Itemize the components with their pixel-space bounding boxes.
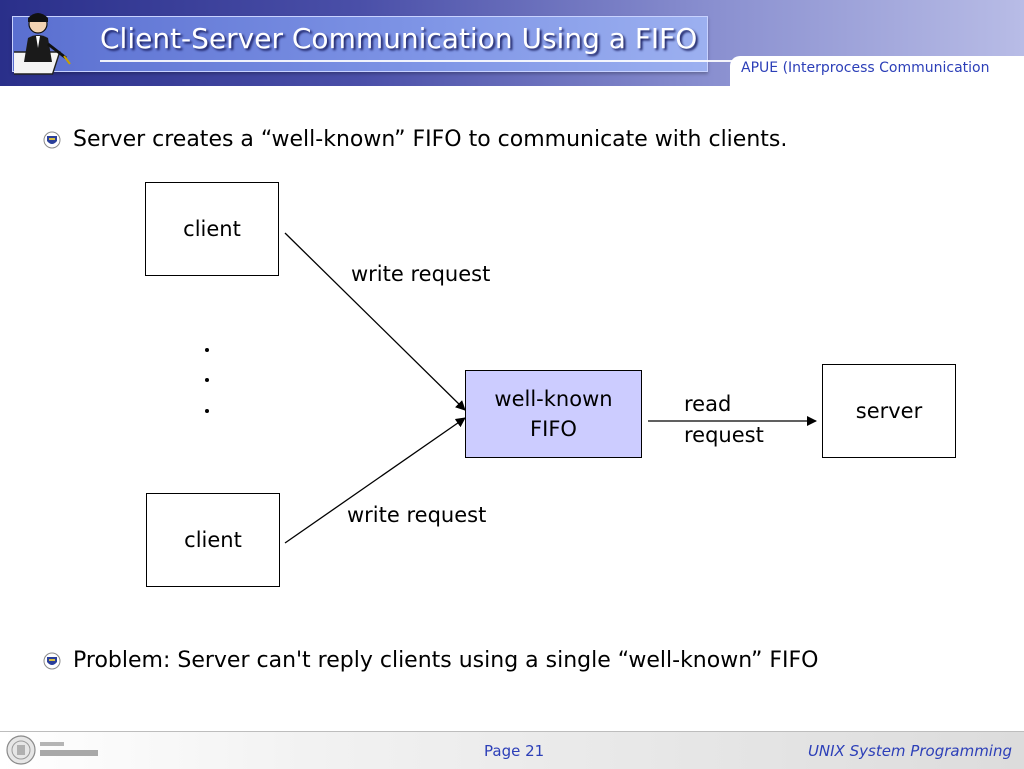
title-bar xyxy=(12,16,708,72)
client-label-bottom: client xyxy=(184,528,242,552)
client-box-top: client xyxy=(145,182,279,276)
subtitle-tab xyxy=(730,56,1024,86)
write-request-label-bottom: write request xyxy=(347,503,487,527)
page-number: Page 21 xyxy=(484,742,545,760)
university-logo-icon xyxy=(6,735,98,765)
fifo-label-line2: FIFO xyxy=(530,417,577,441)
person-writing-icon xyxy=(14,13,71,75)
footer-bar xyxy=(0,731,1024,769)
write-request-label-top: write request xyxy=(351,262,491,286)
ellipsis-dot xyxy=(205,378,209,382)
read-request-label-line2: request xyxy=(684,423,764,447)
course-name: UNIX System Programming xyxy=(807,742,1012,760)
server-label: server xyxy=(855,399,923,423)
read-request-label-line1: read xyxy=(684,392,732,416)
server-box: server xyxy=(822,364,956,458)
bullet-text-1: Server creates a “well-known” FIFO to co… xyxy=(73,127,788,152)
bullet-text-2: Problem: Server can't reply clients usin… xyxy=(73,648,819,673)
well-known-fifo-box: well-known FIFO xyxy=(465,370,642,458)
client-box-bottom: client xyxy=(146,493,280,587)
section-subtitle: APUE (Interprocess Communication xyxy=(741,60,990,76)
ellipsis-dot xyxy=(205,409,209,413)
client-label-top: client xyxy=(183,217,241,241)
fifo-label-line1: well-known xyxy=(494,387,613,411)
page-title: Client-Server Communication Using a FIFO xyxy=(100,22,698,55)
title-underline xyxy=(100,60,750,62)
bullet-emblem-icon xyxy=(43,131,61,149)
ellipsis-dot xyxy=(205,348,209,352)
bullet-emblem-icon xyxy=(43,652,61,670)
